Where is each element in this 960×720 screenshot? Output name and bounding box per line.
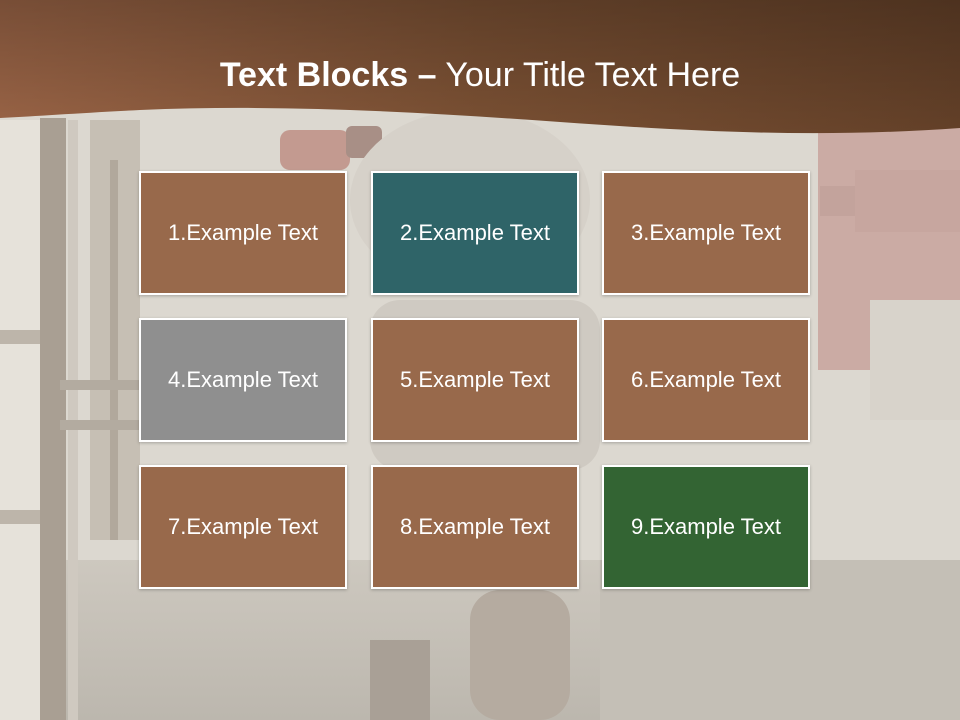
text-block-7: 7.Example Text	[139, 465, 347, 589]
slide-title: Text Blocks – Your Title Text Here	[0, 52, 960, 98]
text-block-label: 9.Example Text	[630, 514, 781, 539]
text-block-1: 1.Example Text	[139, 171, 347, 295]
text-block-2: 2.Example Text	[371, 171, 579, 295]
text-block-label: 5.Example Text	[399, 367, 550, 392]
text-block-5: 5.Example Text	[371, 318, 579, 442]
text-block-label: 6.Example Text	[630, 367, 781, 392]
text-block-label: 1.Example Text	[167, 220, 318, 245]
text-block-3: 3.Example Text	[602, 171, 810, 295]
text-block-label: 7.Example Text	[167, 514, 318, 539]
text-block-6: 6.Example Text	[602, 318, 810, 442]
slide-title-rest: Your Title Text Here	[445, 56, 741, 94]
text-block-4: 4.Example Text	[139, 318, 347, 442]
text-block-8: 8.Example Text	[371, 465, 579, 589]
text-block-label: 4.Example Text	[167, 367, 318, 392]
text-block-label: 3.Example Text	[630, 220, 781, 245]
text-block-label: 2.Example Text	[399, 220, 550, 245]
slide-title-bold: Text Blocks –	[219, 56, 437, 94]
text-block-9: 9.Example Text	[602, 465, 810, 589]
text-block-label: 8.Example Text	[399, 514, 550, 539]
